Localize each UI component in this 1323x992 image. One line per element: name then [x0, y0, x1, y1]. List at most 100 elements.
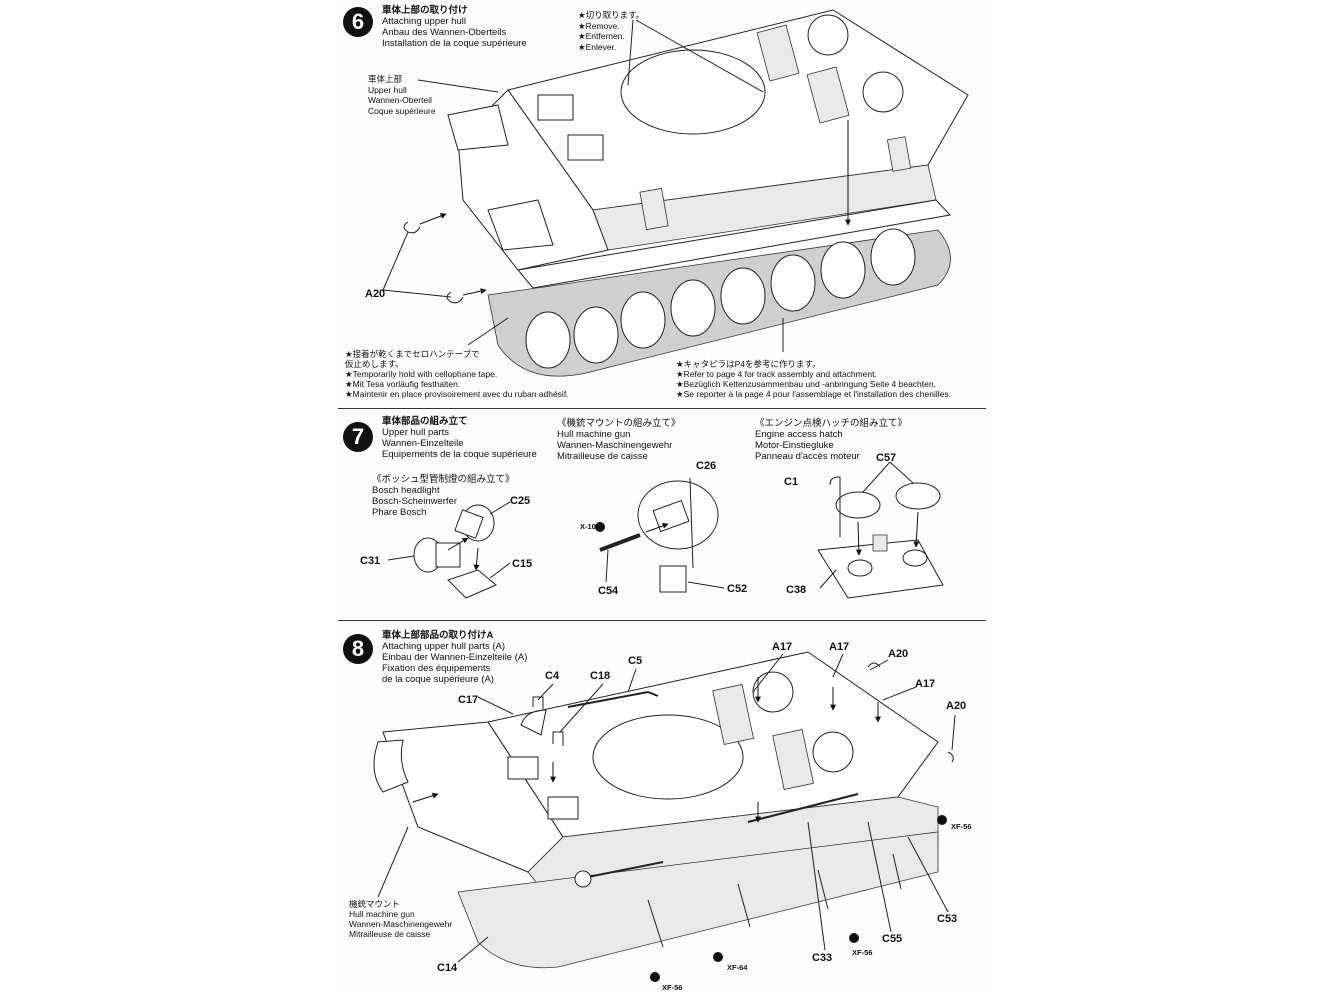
remove-note: ★切り取ります。 ★Remove. ★Entfernen. ★Enlever. — [578, 10, 645, 52]
hull-mg-caption: 機銃マウント Hull machine gun Wannen-Maschinen… — [349, 899, 453, 939]
leader-line — [537, 683, 554, 701]
leader-line — [882, 686, 917, 701]
tape-piece — [886, 136, 912, 172]
paint-dot — [849, 933, 859, 943]
title-jp: 車体上部の取り付け — [382, 5, 468, 16]
leader-line — [951, 714, 956, 751]
bosch-headlight — [387, 501, 511, 599]
leader-line — [832, 653, 844, 678]
part-label-c53: C53 — [937, 913, 958, 925]
part-label-c38: C38 — [786, 584, 807, 596]
part-label-c15: C15 — [512, 558, 533, 570]
leader-line — [559, 683, 604, 733]
step-6-number: 6 — [343, 7, 373, 37]
step-8-number: 8 — [343, 634, 373, 664]
part-label-c52: C52 — [727, 583, 748, 595]
part-label-a17-1: A17 — [772, 641, 793, 653]
skirt-seam — [647, 899, 664, 948]
step-6-title: 車体上部の取り付け Attaching upper hull Anbau des… — [382, 5, 527, 49]
skirt-seam — [737, 883, 751, 928]
leader-line — [382, 231, 409, 291]
engine-grille — [756, 24, 800, 82]
machine-gun-title: 《機銃マウントの組み立て》 Hull machine gun Wannen-Ma… — [557, 418, 681, 462]
part-label-c55: C55 — [882, 933, 903, 945]
leader-line — [907, 836, 949, 913]
leader-line — [627, 19, 634, 86]
driver-hatch — [507, 756, 539, 780]
radio-hatch — [547, 796, 579, 820]
part-label-c26: C26 — [696, 460, 717, 472]
leader-line — [867, 821, 892, 933]
paint-dot — [713, 952, 723, 962]
step-7-drawings — [387, 461, 944, 599]
part-label-c1: C1 — [784, 476, 799, 488]
arrow — [419, 213, 447, 225]
step-8-title: 車体上部部品の取り付けA Attaching upper hull parts … — [382, 630, 528, 685]
driver-hatch — [537, 94, 574, 121]
part-label-c33: C33 — [812, 952, 833, 964]
leader-line — [807, 821, 826, 951]
paint-xf56-3: XF-56 — [662, 983, 683, 992]
leader-line — [457, 936, 489, 963]
step-divider — [338, 408, 986, 409]
engine-grille — [806, 66, 850, 124]
upper-hull-caption: 車体上部 Upper hull Wannen-Oberteil Coque su… — [368, 74, 436, 116]
paint-xf56-2: XF-56 — [852, 948, 873, 957]
upper-hull-drawing — [382, 9, 969, 377]
turret-ring — [592, 714, 744, 800]
part-label-c4: C4 — [545, 670, 560, 682]
part-label-c25: C25 — [510, 495, 531, 507]
part-c33 — [747, 793, 859, 823]
skirt-seam — [817, 869, 829, 910]
hull-mg-ball — [574, 870, 592, 888]
part-label-c14: C14 — [437, 962, 458, 974]
step-divider — [338, 620, 986, 621]
part-c17 — [520, 709, 547, 736]
engine-grille — [712, 683, 754, 745]
title-fr: Installation de la coque supérieure — [382, 38, 527, 49]
machine-gun-mount — [595, 477, 725, 593]
leader-line — [377, 826, 409, 898]
arrow — [462, 288, 487, 296]
part-c5 — [567, 690, 659, 708]
paint-dot — [937, 815, 947, 825]
part-c4 — [532, 696, 544, 709]
leader-line — [627, 668, 637, 693]
turret-ring — [620, 49, 766, 135]
side-skirts — [457, 831, 939, 969]
track-note: ★キャタピラはP4を参考に作ります。 ★Refer to page 4 for … — [676, 359, 951, 399]
tape-piece — [639, 187, 669, 231]
tape-note: ★接着が乾くまでセロハンテープで 仮止めします。 ★Temporarily ho… — [345, 349, 569, 399]
part-label-c5: C5 — [628, 655, 643, 667]
part-label-c17: C17 — [458, 694, 479, 706]
leader-line — [467, 317, 509, 346]
radio-hatch — [567, 134, 604, 161]
leader-line — [752, 653, 784, 693]
part-c18 — [552, 731, 564, 746]
headlight-title: 《ボッシュ型管制燈の組み立て》 Bosch headlight Bosch-Sc… — [372, 474, 515, 518]
paint-xf64: XF-64 — [727, 963, 748, 972]
part-label-c31: C31 — [360, 555, 381, 567]
fan-cover — [862, 71, 904, 113]
title-en: Attaching upper hull — [382, 16, 466, 27]
road-wheels — [525, 228, 916, 369]
fan-cover — [812, 731, 854, 773]
paint-xf56-1: XF-56 — [951, 822, 972, 831]
step-8-hull-drawing — [373, 651, 956, 982]
leader-line — [382, 289, 452, 298]
title-de: Anbau des Wannen-Oberteils — [382, 27, 507, 38]
engine-hatch-title: 《エンジン点検ハッチの組み立て》 Engine access hatch Mot… — [755, 418, 908, 462]
part-label-x10: X-10 — [580, 522, 596, 531]
leader-line — [635, 19, 764, 93]
part-label-a17-2: A17 — [829, 641, 850, 653]
tow-hook-a20 — [867, 662, 881, 668]
engine-access-hatch — [817, 461, 944, 599]
part-label-a17-3: A17 — [915, 678, 936, 690]
leader-line — [477, 696, 514, 715]
step-7-title: 車体部品の組み立て Upper hull parts Wannen-Einzel… — [382, 416, 537, 460]
fan-cover — [807, 14, 849, 56]
paint-dot — [650, 972, 660, 982]
step-7-number: 7 — [343, 422, 373, 452]
arrow — [412, 792, 439, 803]
